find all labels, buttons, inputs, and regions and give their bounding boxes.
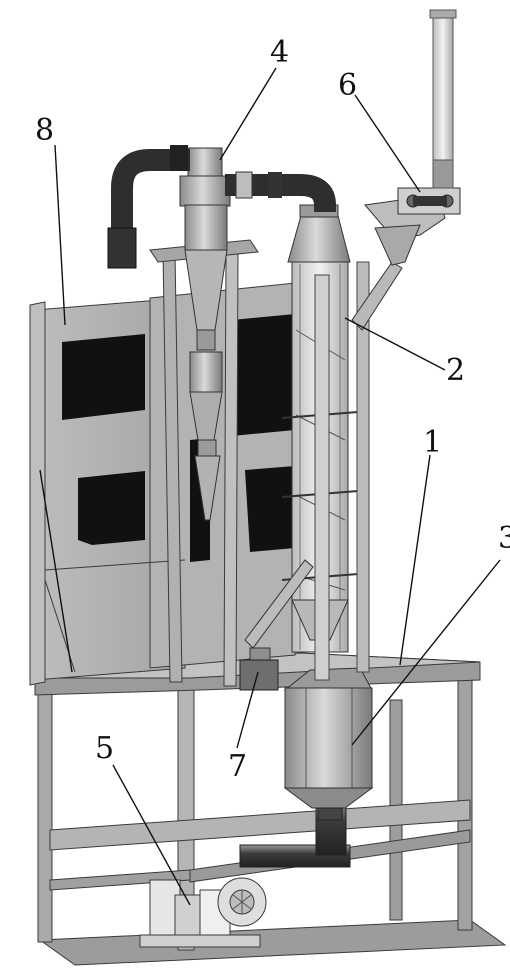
- label-1: 1: [423, 425, 442, 460]
- collector-7: [239, 647, 279, 691]
- leader-lines: [39, 67, 501, 906]
- fan-5: [139, 877, 267, 948]
- cyclone-4: [179, 147, 231, 521]
- panel-windows: [62, 314, 295, 562]
- label-4: 4: [270, 35, 289, 70]
- filter-3: [283, 667, 374, 821]
- label-5: 5: [95, 731, 114, 766]
- base-plate: [38, 919, 507, 966]
- label-3: 3: [498, 521, 510, 556]
- feeder-6: [364, 9, 461, 266]
- label-7: 7: [228, 749, 247, 784]
- cyclone-supports: [149, 239, 259, 687]
- label-6: 6: [338, 68, 357, 103]
- label-8: 8: [35, 113, 54, 148]
- callout-numbers: 4 6 8 2 1 3 7 5: [35, 35, 510, 784]
- label-2: 2: [446, 353, 465, 388]
- column-2: [281, 204, 370, 681]
- feed-pipe: [244, 261, 403, 649]
- exhaust-pipes: [107, 145, 336, 269]
